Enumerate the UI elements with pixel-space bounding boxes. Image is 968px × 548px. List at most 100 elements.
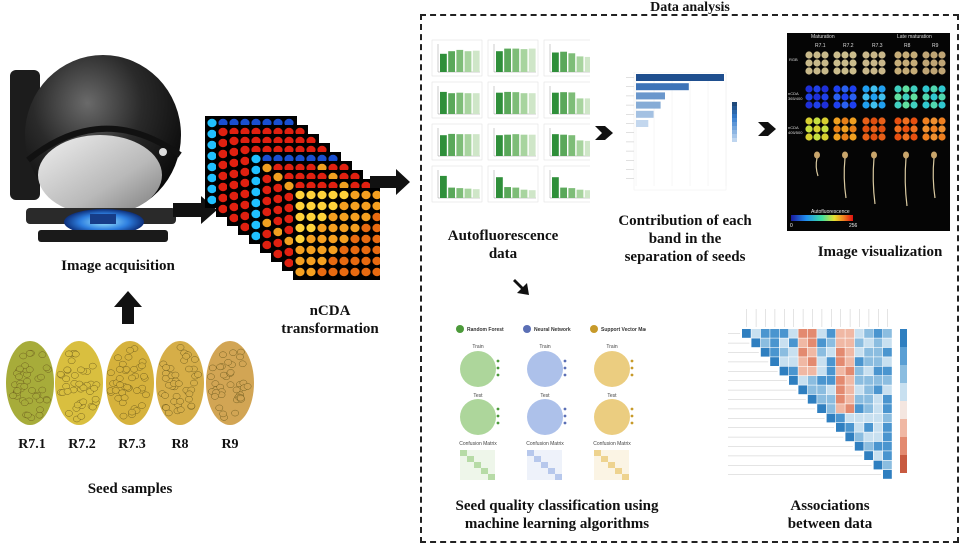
heatmap-cell (873, 432, 883, 442)
heatmap-cell (817, 394, 826, 404)
heatmap-cell (807, 376, 817, 385)
heatmap-cell (798, 357, 808, 366)
autofluorescence-colorbar (791, 215, 853, 221)
viz-stage-r9: R9 (932, 43, 939, 49)
heatmap-cell (836, 329, 845, 338)
heatmap-cell (883, 423, 892, 432)
heatmap-cell (883, 432, 892, 442)
heatmap-cell (854, 385, 864, 395)
chevron-right-icon (594, 124, 614, 142)
heatmap-cell (883, 460, 892, 470)
heatmap-cell (770, 357, 779, 366)
heatmap-cell (798, 385, 808, 395)
heatmap-cell (845, 385, 855, 395)
heatmap-cell (864, 385, 873, 395)
viz-ncda1-seeds (922, 85, 946, 109)
ml-train-circle (460, 351, 496, 387)
contribution-label-1: Contribution of each (618, 213, 752, 229)
ncda-label-2: transformation (281, 321, 379, 337)
viz-ncda1-seeds (833, 85, 857, 109)
contribution-bar (636, 83, 689, 91)
autofluorescence-panel (543, 39, 595, 77)
ml-train-label: Train (539, 344, 550, 350)
heatmap-cell (798, 347, 808, 357)
heatmap-cell (883, 451, 892, 460)
heatmap-cell (873, 460, 883, 470)
viz-rgb-seeds (805, 51, 829, 75)
ml-train-circle (594, 351, 630, 387)
viz-ncda2-seeds (862, 117, 886, 141)
heatmap-cell (798, 366, 808, 376)
heatmap-cell (883, 404, 892, 413)
ml-test-circle (460, 399, 496, 435)
contribution-legend (732, 102, 737, 142)
heatmap-cell (854, 432, 864, 442)
autofluorescence-panels (428, 38, 595, 206)
ml-confusion-label: Confusion Matrix (459, 441, 497, 447)
heatmap-cell (883, 366, 892, 376)
colorbar-max: 256 (849, 223, 858, 229)
heatmap-cell (836, 376, 845, 385)
heatmap-cell (883, 329, 892, 338)
heatmap-cell (854, 394, 864, 404)
heatmap-cell (836, 423, 845, 432)
heatmap-cell (854, 404, 864, 413)
heatmap-cell (826, 394, 836, 404)
heatmap-cell (760, 347, 770, 357)
seed-pile (106, 341, 154, 425)
heatmap-cell (826, 357, 836, 366)
heatmap-cell (864, 366, 873, 376)
ncda-label-1: nCDA (309, 303, 351, 319)
heatmap-cell (864, 432, 873, 442)
heatmap-cell (789, 338, 798, 348)
heatmap-cell (854, 329, 864, 338)
heatmap-cell (817, 404, 826, 413)
heatmap-cell (845, 404, 855, 413)
heatmap-cell (873, 385, 883, 395)
seed-pile (6, 341, 54, 425)
autofluorescence-panel (487, 81, 539, 119)
heatmap-cell (864, 423, 873, 432)
viz-row-ncda-2: nCDA 405/500 (788, 125, 803, 135)
heatmap-cell (826, 385, 836, 395)
heatmap-cell (779, 338, 789, 348)
heatmap-cell (864, 394, 873, 404)
heatmap-cell (864, 357, 873, 366)
heatmap-cell (883, 470, 892, 479)
ml-test-label: Test (540, 393, 550, 399)
heatmap-cell (789, 329, 798, 338)
autofluorescence-panel (543, 123, 595, 161)
heatmap-cell (864, 376, 873, 385)
heatmap-cell (742, 329, 751, 338)
classification-label-2: machine learning algorithms (464, 516, 650, 532)
viz-seedling (903, 151, 909, 207)
heatmap-cell (883, 338, 892, 348)
seed-label-r71: R7.1 (18, 437, 46, 452)
heatmap-cell (807, 338, 817, 348)
colorbar-min: 0 (790, 223, 793, 229)
contribution-bar (636, 74, 724, 81)
heatmap-cell (817, 366, 826, 376)
ncda-image-layer (293, 188, 385, 280)
heatmap-cell (826, 329, 836, 338)
viz-maturation-label: Maturation (811, 34, 835, 40)
heatmap-cell (817, 338, 826, 348)
ml-test-circle (527, 399, 563, 435)
heatmap-cell (883, 347, 892, 357)
heatmap-cell (779, 357, 789, 366)
autofluorescence-panel (487, 39, 539, 77)
heatmap-cell (883, 394, 892, 404)
viz-stage-r8: R8 (904, 43, 911, 49)
autofluorescence-panel (431, 39, 483, 77)
seed-label-r72: R7.2 (68, 437, 96, 452)
heatmap-cell (854, 423, 864, 432)
viz-ncda2-seeds (833, 117, 857, 141)
heatmap-cell (807, 347, 817, 357)
heatmap-cell (836, 338, 845, 348)
seed-pile (206, 341, 254, 425)
heatmap-cell (854, 347, 864, 357)
heatmap-cell (807, 357, 817, 366)
colorbar-title: Autofluorescence (811, 209, 850, 215)
heatmap-cell (845, 366, 855, 376)
heatmap-cell (873, 338, 883, 348)
